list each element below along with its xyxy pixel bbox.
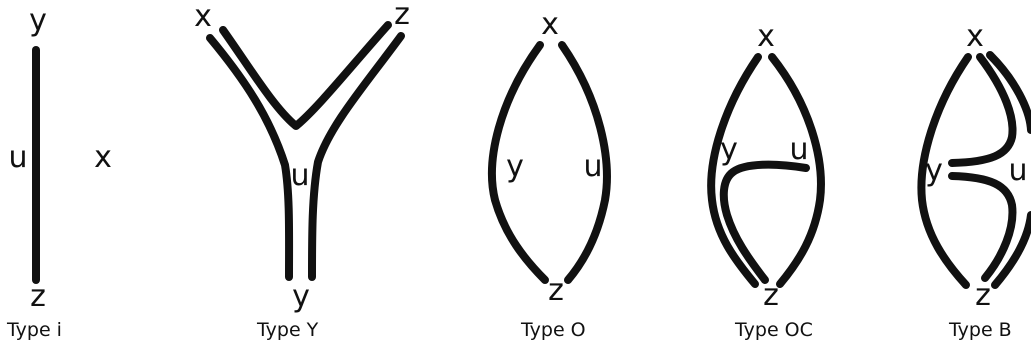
type-b-label-z: z: [975, 278, 991, 313]
type-b-label-y: y: [925, 153, 943, 188]
type-b-caption: Type B: [948, 319, 1012, 341]
panel-type-i: y u x z Type i: [6, 3, 112, 341]
type-o-strand-right: [558, 41, 611, 284]
type-y-label-u: u: [290, 158, 309, 193]
type-o-label-z: z: [548, 273, 564, 308]
type-b-label-x: x: [966, 19, 984, 54]
panel-type-o: x y u z Type O: [488, 7, 611, 341]
type-i-caption: Type i: [6, 319, 62, 341]
type-oc-strand-right-outer: [768, 53, 825, 288]
type-i-label-y: y: [29, 3, 47, 38]
type-y-strand-outer-left: [206, 34, 294, 281]
panel-type-b: x y u z Type B: [917, 19, 1031, 341]
type-y-label-x: x: [194, 0, 212, 34]
type-o-label-u: u: [583, 149, 602, 184]
type-o-label-y: y: [506, 149, 524, 184]
type-o-strand-left: [488, 41, 549, 284]
type-y-label-y: y: [292, 279, 310, 314]
type-i-label-x: x: [94, 140, 112, 175]
type-oc-label-u: u: [789, 132, 808, 167]
type-b-strand-lower-arc: [948, 172, 1017, 282]
type-oc-strand-left-outer: [707, 53, 762, 288]
type-b-strand-right-outer: [986, 51, 1031, 289]
type-oc-label-z: z: [763, 278, 779, 313]
type-o-label-x: x: [541, 7, 559, 42]
type-b-strand-upper-arc: [948, 53, 1017, 167]
type-i-label-z: z: [30, 279, 46, 314]
type-oc-label-y: y: [720, 132, 738, 167]
type-y-caption: Type Y: [256, 319, 319, 341]
type-oc-label-x: x: [757, 19, 775, 54]
panel-type-y: x z u y Type Y: [194, 0, 410, 341]
type-o-caption: Type O: [520, 319, 586, 341]
type-oc-caption: Type OC: [734, 319, 813, 341]
type-oc-strand-inner-hook: [719, 160, 810, 284]
type-i-label-u: u: [8, 140, 27, 175]
panel-type-oc: x y u z Type OC: [707, 19, 825, 341]
type-b-label-u: u: [1008, 153, 1027, 188]
type-b-strand-left-outer: [917, 53, 972, 289]
type-y-label-z: z: [394, 0, 410, 32]
type-y-strand-inner-v: [219, 21, 392, 130]
type-y-strand-outer-right: [308, 32, 405, 281]
